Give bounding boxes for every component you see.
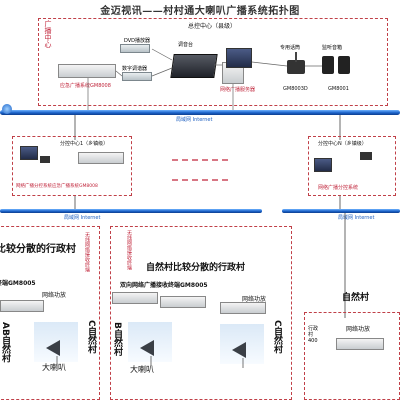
village-middle-amp-2	[160, 296, 206, 308]
sub-center-left-header: 分控中心1（乡镇级）	[60, 141, 109, 147]
village-left-amp-label: 网络功放	[42, 292, 67, 299]
village-middle-photo-2	[220, 324, 264, 364]
dvd-player	[120, 44, 150, 53]
village-left-heading: 比较分散的行政村	[0, 244, 76, 255]
village-left-photo	[34, 322, 78, 362]
sub-right-monitor	[314, 158, 332, 172]
middle-left-network-bus	[0, 209, 262, 213]
sub-left-mic	[40, 156, 50, 163]
top-bus-endcap	[2, 104, 12, 114]
village-middle-amp-label: 网络功放	[242, 296, 267, 303]
horn-icon	[140, 340, 154, 356]
tuner-label: 数字调谐器	[122, 66, 148, 72]
monitor-speaker-right	[338, 56, 350, 74]
village-middle-b: B自然村	[112, 322, 122, 356]
digital-tuner	[122, 72, 152, 81]
dvd-label: DVD播放器	[124, 38, 151, 44]
village-middle-c: C自然村	[272, 320, 282, 354]
middle-right-network-label: 局域网 Internet	[338, 215, 375, 221]
sub-left-monitor	[20, 146, 38, 160]
village-middle-vertical-link: 无线网络接收终端	[126, 230, 132, 270]
middle-right-network-bus	[282, 209, 400, 213]
top-network-label: 局域网 Internet	[176, 117, 213, 123]
top-network-bus	[0, 110, 400, 115]
server-monitor	[226, 48, 252, 68]
diagram-title: 金迈视讯——村村通大喇叭广播系统拓扑图	[100, 6, 300, 17]
village-left-amp	[0, 300, 44, 312]
village-middle-speaker-label: 大喇叭	[130, 365, 154, 374]
horn-icon	[232, 342, 246, 358]
village-left-speaker-label: 大喇叭	[42, 363, 66, 372]
server-label: 网络广播服务器	[220, 87, 256, 93]
sub-left-rack	[78, 152, 124, 164]
emergency-system-rack	[58, 64, 116, 78]
village-middle-photo-1	[128, 322, 172, 362]
sub-right-mic	[360, 152, 372, 160]
emergency-system-label: 应急广播系统GM8008	[60, 83, 111, 89]
village-left-vertical-link: 无线网络接收终端	[84, 232, 90, 272]
village-right-amp-label: 网络功放	[346, 326, 371, 333]
broadcast-center-box	[38, 18, 388, 106]
speaker-model-label: GM8001	[328, 86, 349, 92]
mic-device	[287, 60, 305, 74]
village-right-heading: 自然村	[342, 293, 370, 303]
middle-left-network-label: 局域网 Internet	[64, 215, 101, 221]
village-middle-heading: 自然村比较分散的行政村	[146, 263, 246, 273]
mic-label: 专用话筒	[280, 45, 301, 51]
broadcast-center-side-label: 广播中心	[44, 20, 52, 48]
monitor-speaker-left	[322, 56, 334, 74]
sub-center-left-box	[12, 136, 132, 196]
village-right-amp	[336, 338, 384, 350]
broadcast-center-header: 总控中心（县级）	[188, 23, 237, 30]
sub-center-right-header: 分控中心N（乡镇级）	[318, 141, 367, 147]
village-middle-amp-3	[220, 302, 266, 314]
village-left-ab: AB自然村	[0, 322, 10, 363]
speaker-label: 监听音箱	[322, 45, 343, 51]
sub-center-right-box	[308, 136, 396, 196]
village-middle-terminal: 双向网络广播接收终端GM8005	[120, 282, 208, 289]
village-middle-amp-1	[112, 292, 158, 304]
mic-model-label: GM8003D	[283, 86, 308, 92]
village-right-village: 行政村400	[308, 326, 319, 344]
village-left-c: C自然村	[86, 320, 96, 354]
horn-icon	[46, 340, 60, 356]
village-left-terminal: 终端GM8005	[0, 280, 36, 287]
sub-center-right-system: 网络广播分控系统	[318, 185, 359, 191]
mic-stem	[295, 52, 297, 62]
sub-center-left-system: 网络广播分控系统应急广播系统GM8008	[16, 184, 98, 189]
mixer-label: 调音台	[178, 42, 194, 48]
